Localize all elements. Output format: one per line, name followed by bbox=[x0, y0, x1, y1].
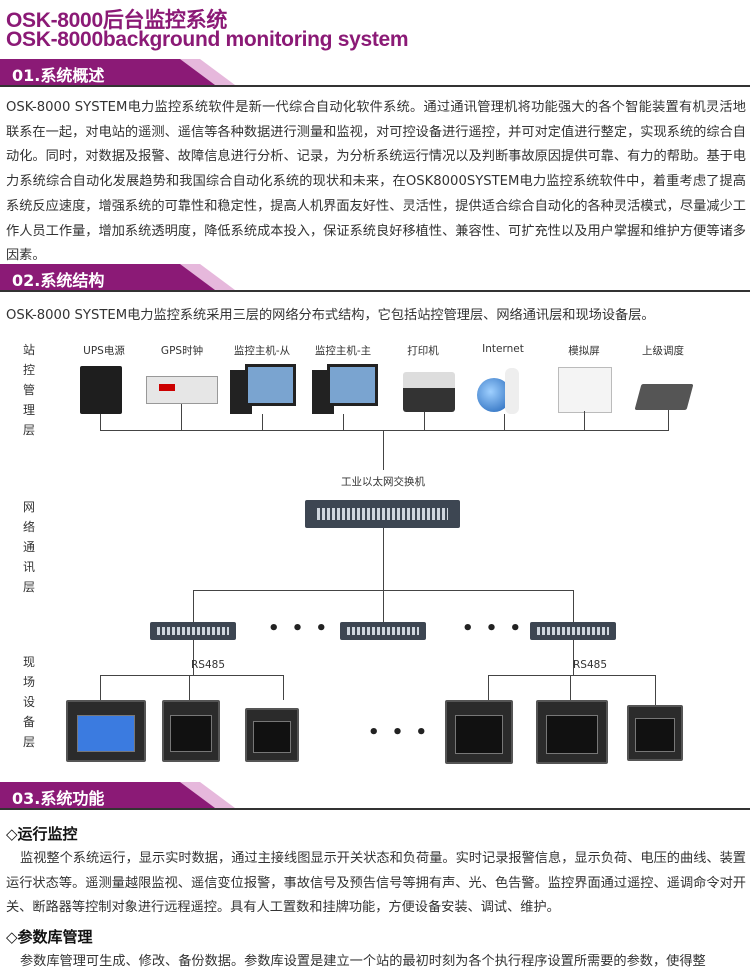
mimic-panel-icon bbox=[558, 367, 612, 413]
ups-icon bbox=[80, 366, 122, 414]
connector-line bbox=[283, 675, 284, 700]
connector-line bbox=[573, 590, 574, 622]
laptop-icon bbox=[634, 384, 694, 410]
header-bar bbox=[0, 782, 215, 808]
ammeter-icon bbox=[245, 708, 299, 762]
connector-line bbox=[504, 414, 505, 430]
section-header-structure: 02.系统结构 bbox=[0, 264, 750, 292]
rs485-bus-line bbox=[488, 675, 656, 676]
led-display-icon bbox=[159, 384, 175, 391]
device-label: 打印机 bbox=[407, 345, 439, 357]
meter-icon bbox=[536, 700, 608, 764]
function-text-parameter-db: 参数库管理可生成、修改、备份数据。参数库设置是建立一个站的最初时刻为各个执行程序… bbox=[20, 954, 706, 969]
device-label: 上级调度 bbox=[642, 345, 684, 357]
title-en: OSK-8000background monitoring system bbox=[6, 28, 409, 51]
rs485-bus-line bbox=[100, 675, 284, 676]
meter-screen bbox=[77, 714, 135, 752]
connector-line bbox=[584, 411, 585, 430]
rs485-label: RS485 bbox=[572, 659, 608, 671]
figure-icon bbox=[505, 368, 519, 414]
device-label: UPS电源 bbox=[83, 345, 125, 357]
meter-icon bbox=[445, 700, 513, 764]
function-text-monitoring: 监视整个系统运行，显示实时数据，通过主接线图显示开关状态和负荷量。实时记录报警信… bbox=[6, 851, 746, 916]
meter-icon bbox=[162, 700, 220, 762]
monitor-icon bbox=[245, 364, 296, 406]
device-label: 监控主机-主 bbox=[314, 345, 372, 357]
connector-line bbox=[181, 404, 182, 430]
header-bar bbox=[0, 264, 215, 290]
connector-line bbox=[343, 414, 344, 430]
section-header-overview: 01.系统概述 bbox=[0, 59, 750, 87]
meter-screen bbox=[635, 718, 675, 752]
monitor-icon bbox=[327, 364, 378, 406]
meter-screen bbox=[170, 714, 212, 752]
meter-screen bbox=[454, 715, 504, 754]
rs485-label: RS485 bbox=[190, 659, 226, 671]
meter-screen bbox=[253, 721, 291, 753]
connector-line bbox=[383, 430, 384, 470]
header-bar bbox=[0, 59, 215, 85]
device-label: GPS时钟 bbox=[160, 345, 204, 357]
switch-icon bbox=[150, 622, 236, 640]
device-label: 监控主机-从 bbox=[233, 345, 291, 357]
connector-line bbox=[100, 675, 101, 700]
voltmeter-icon bbox=[627, 705, 683, 761]
ellipsis: • • • bbox=[462, 618, 525, 639]
connector-line bbox=[573, 640, 574, 675]
switch-label: 工业以太网交换机 bbox=[341, 476, 425, 488]
device-label: Internet bbox=[482, 343, 524, 355]
switch-icon bbox=[530, 622, 616, 640]
structure-text: OSK-8000 SYSTEM电力监控系统采用三层的网络分布式结构，它包括站控管… bbox=[6, 308, 655, 323]
layer-label-network: 网络通讯层 bbox=[22, 500, 35, 594]
connector-line bbox=[668, 410, 669, 430]
ellipsis: • • • bbox=[368, 722, 431, 743]
connector-line bbox=[189, 675, 190, 700]
connector-line bbox=[655, 675, 656, 705]
meter-screen bbox=[546, 715, 598, 754]
connector-line bbox=[193, 640, 194, 675]
section-label: 03.系统功能 bbox=[12, 789, 105, 808]
lcd-meter-icon bbox=[66, 700, 146, 762]
connector-line bbox=[488, 675, 489, 700]
switch-icon bbox=[340, 622, 426, 640]
connector-line bbox=[383, 590, 384, 622]
connector-line bbox=[570, 675, 571, 700]
title-cn: OSK-8000后台监控系统 bbox=[6, 9, 228, 32]
layer-label-field: 现场设备层 bbox=[22, 655, 35, 749]
section-label: 01.系统概述 bbox=[12, 66, 105, 85]
station-bus-line bbox=[100, 430, 669, 431]
ellipsis: • • • bbox=[268, 618, 331, 639]
ethernet-switch-icon bbox=[305, 500, 460, 528]
gps-clock-icon bbox=[146, 376, 218, 404]
connector-line bbox=[383, 528, 384, 590]
printer-icon bbox=[403, 372, 455, 412]
overview-text: OSK-8000 SYSTEM电力监控系统软件是新一代综合自动化软件系统。通过通… bbox=[6, 100, 746, 264]
device-label: 模拟屏 bbox=[568, 345, 600, 357]
function-title-parameter-db: ◇参数库管理 bbox=[6, 928, 93, 946]
function-title-monitoring: ◇运行监控 bbox=[6, 825, 78, 843]
section-header-functions: 03.系统功能 bbox=[0, 782, 750, 810]
connector-line bbox=[100, 414, 101, 430]
connector-line bbox=[262, 414, 263, 430]
section-label: 02.系统结构 bbox=[12, 271, 105, 290]
layer-label-station: 站控管理层 bbox=[22, 343, 35, 437]
connector-line bbox=[424, 412, 425, 430]
connector-line bbox=[193, 590, 194, 622]
